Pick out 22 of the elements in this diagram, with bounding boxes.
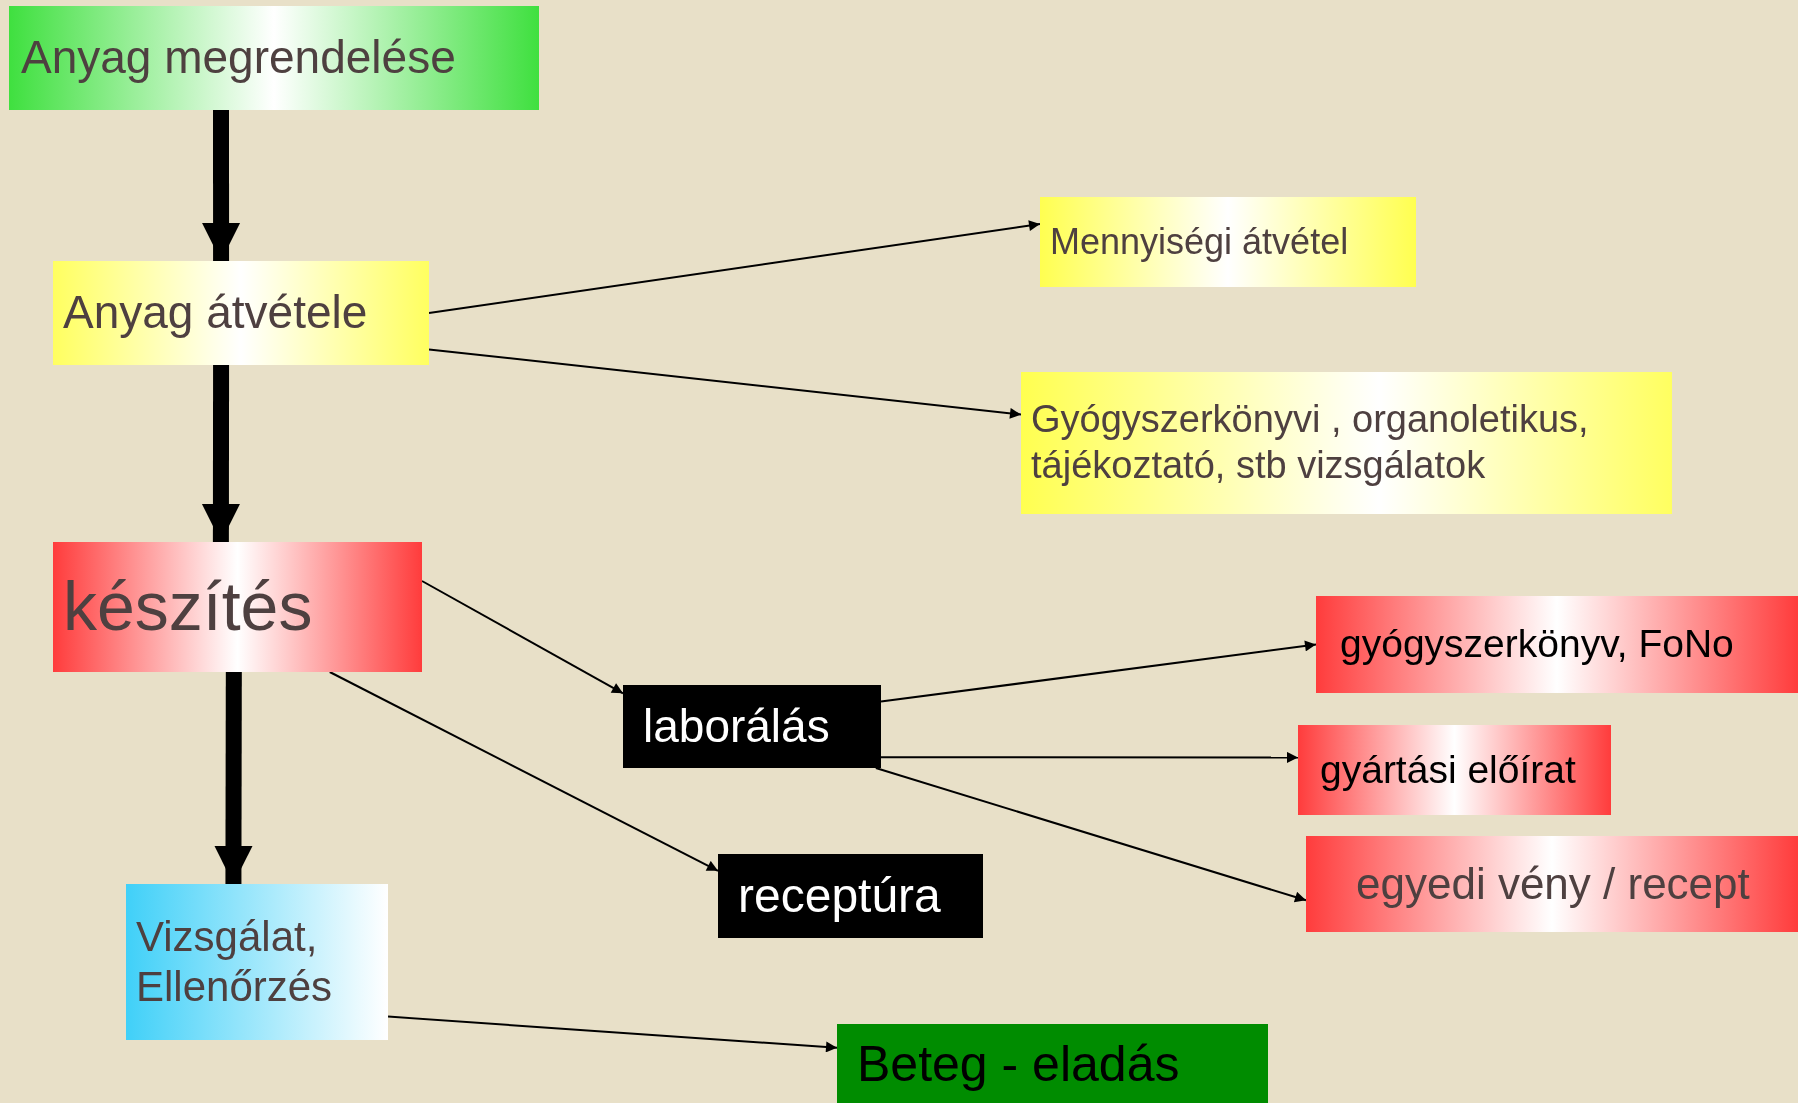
source-box: gyártási előírat [1298,725,1611,815]
arrow [328,671,719,872]
source-box: egyedi vény / recept [1306,836,1798,932]
arrow [214,671,253,885]
source-box: gyógyszerkönyv, FoNo [1316,596,1798,693]
arrow [201,365,240,542]
arrow [428,220,1041,314]
arrow [202,110,241,261]
step-box: Mennyiségi átvétel [1040,197,1416,287]
arrow [874,767,1307,903]
arrow [880,640,1317,703]
arrow [428,348,1022,419]
arrow [421,580,624,695]
arrow [880,751,1299,763]
process-box: laborálás [623,685,881,768]
process-box: Vizsgálat, Ellenőrzés [126,884,388,1040]
step-box: Gyógyszerkönyvi , organoletikus, tájékoztató, stb vizsgálatok [1021,372,1672,514]
process-box: Anyag megrendelése [9,6,539,110]
process-box: Anyag átvétele [53,261,429,365]
process-box: Beteg - eladás [837,1024,1268,1103]
process-box: receptúra [718,854,983,938]
arrow [387,1015,838,1053]
